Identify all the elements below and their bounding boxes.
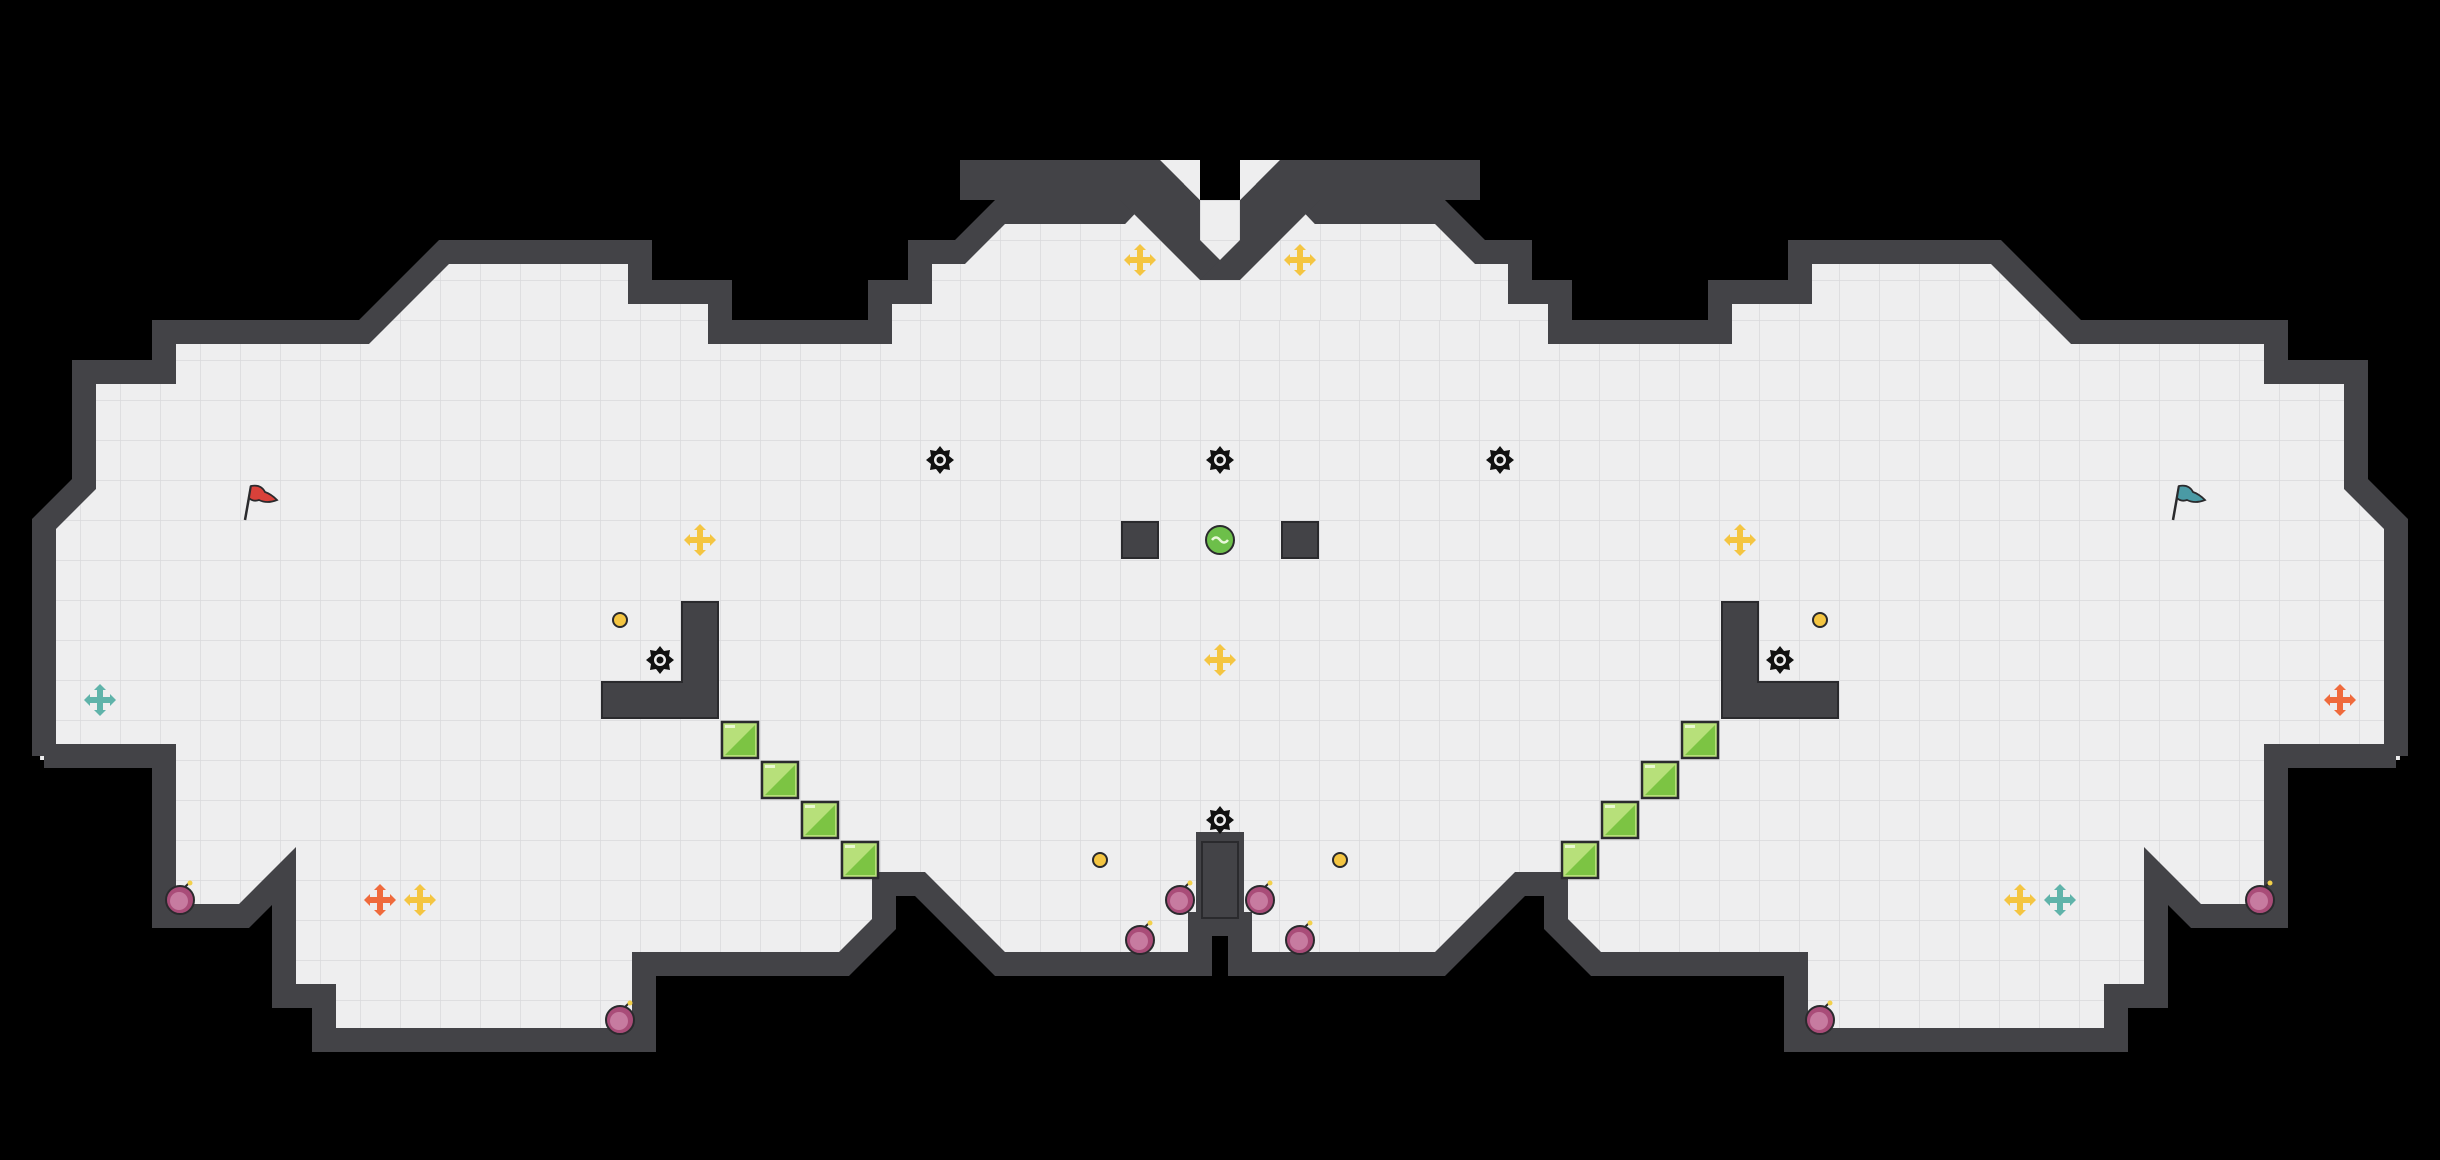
boost-tile: [1640, 760, 1680, 800]
boost-tile: [1600, 800, 1640, 840]
floor-left: [40, 180, 1240, 1040]
boost-tile: [840, 840, 880, 880]
outer-walls-left: [32, 161, 1244, 1052]
token-icon: [1812, 612, 1828, 628]
floor-top-center: [920, 200, 1520, 320]
spike-icon: [1206, 446, 1234, 474]
boost-tile: [800, 800, 840, 840]
small-tokens: [612, 612, 1828, 868]
boost-tile: [1560, 840, 1600, 880]
spike-icon: [926, 446, 954, 474]
blue-flag-icon: [2171, 484, 2207, 521]
boost-tile: [760, 760, 800, 800]
token-icon: [1092, 852, 1108, 868]
inner-walls: [601, 521, 1839, 919]
token-icon: [1332, 852, 1348, 868]
floor-right: [1200, 180, 2400, 1040]
neutral-ball-icon: [1205, 525, 1235, 555]
top-center-wall: [960, 160, 1480, 280]
token-icon: [612, 612, 628, 628]
spike-icon: [1206, 806, 1234, 834]
boost-tile: [1680, 720, 1720, 760]
spike-icon: [646, 646, 674, 674]
spike-icon: [1766, 646, 1794, 674]
outer-walls-right: [1196, 161, 2408, 1052]
red-flag-icon: [243, 484, 279, 521]
spike-icon: [1486, 446, 1514, 474]
boost-tile: [720, 720, 760, 760]
